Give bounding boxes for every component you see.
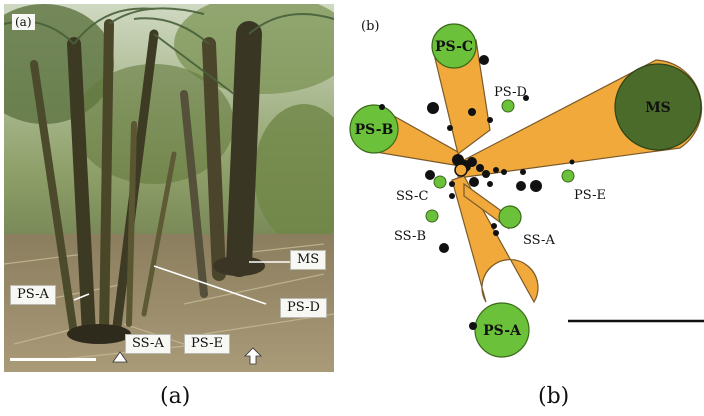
photo-illustration [4, 4, 334, 372]
ss-c-stem [433, 175, 447, 189]
ms-stem [614, 63, 702, 151]
panel-a-tag: (a) [12, 14, 35, 30]
ps-a-stem [474, 302, 530, 358]
ms-label: MS [645, 100, 671, 116]
ps-a-label: PS-A [483, 323, 522, 339]
ss-c-label: SS-C [396, 189, 428, 204]
palm-clump-photo: (a) MS PS-A PS-D SS-A PS-E [4, 4, 334, 372]
label-ms: MS [290, 250, 327, 270]
ps-b-label: PS-B [355, 122, 394, 138]
ps-c-stem [431, 23, 477, 69]
ss-b-stem [425, 209, 439, 223]
ps-d-label: PS-D [494, 85, 527, 100]
caption-b: (b) [538, 384, 570, 409]
ps-d-stem [501, 99, 515, 113]
label-ss-a: SS-A [125, 334, 171, 354]
ss-a-stem [498, 205, 522, 229]
ps-c-label: PS-C [435, 39, 473, 55]
label-ps-e: PS-E [184, 334, 231, 354]
ps-e-stem [561, 169, 575, 183]
label-ps-d: PS-D [280, 298, 327, 318]
caption-a: (a) [160, 384, 191, 409]
stem-arrangement-diagram: (b) MS PS-A PS-B PS-C PS-D PS-E SS-A SS-… [349, 19, 704, 358]
ps-b-stem [349, 104, 399, 154]
ss-a-label: SS-A [523, 233, 555, 248]
ps-e-label: PS-E [574, 188, 606, 203]
stem-cluster-center [454, 163, 468, 177]
ss-b-label: SS-B [394, 229, 426, 244]
panel-b-tag: (b) [361, 19, 379, 34]
label-ps-a: PS-A [10, 285, 56, 305]
ps-a-lobe [451, 175, 539, 304]
